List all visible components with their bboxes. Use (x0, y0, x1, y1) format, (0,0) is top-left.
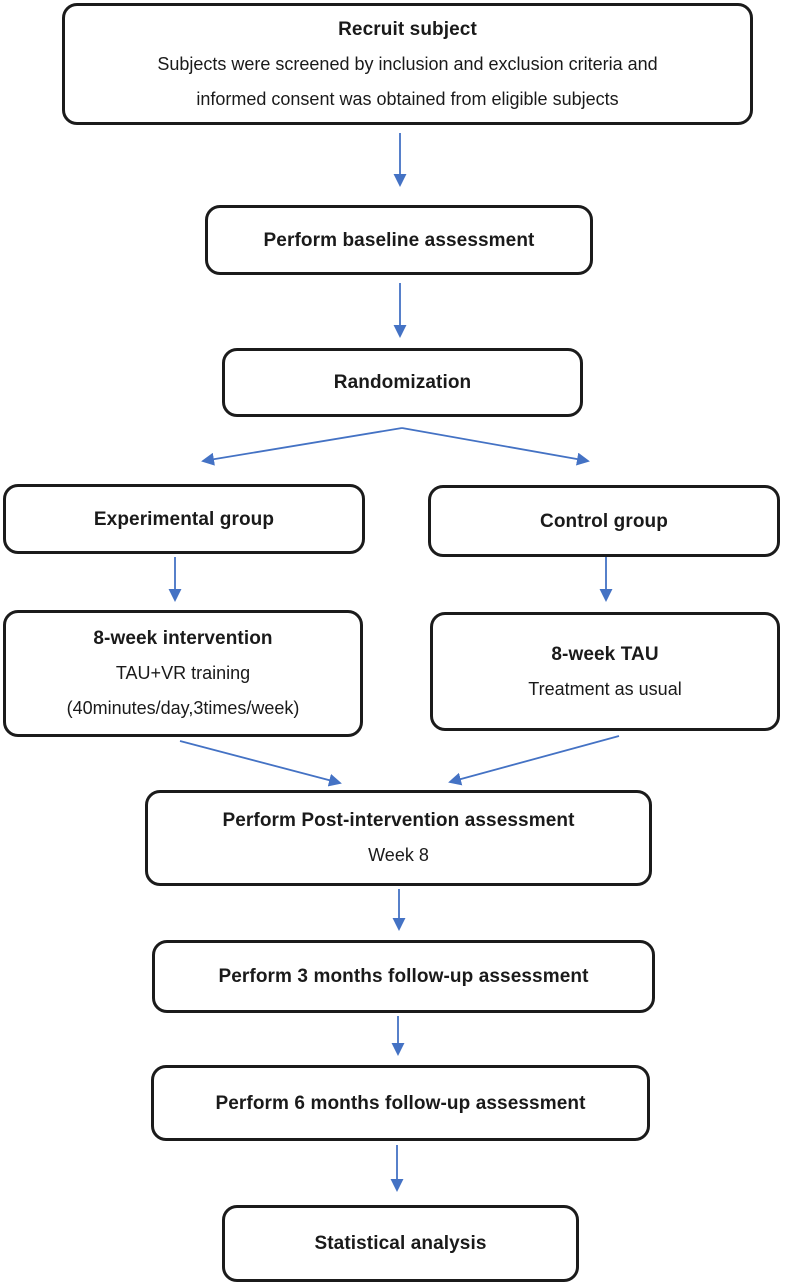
node-control-group: Control group (428, 485, 780, 557)
node-randomization: Randomization (222, 348, 583, 417)
arrow-randomization-to-control (401, 427, 590, 466)
node-8-week-tau: 8-week TAU Treatment as usual (430, 612, 780, 731)
arrow-intervention-to-post (179, 740, 342, 787)
node-title: Control group (540, 510, 668, 532)
node-title: Perform 6 months follow-up assessment (215, 1092, 586, 1114)
node-experimental-group: Experimental group (3, 484, 365, 554)
node-title: Perform 3 months follow-up assessment (218, 966, 589, 987)
node-recruit-subject: Recruit subject Subjects were screened b… (62, 3, 753, 125)
node-subtitle-line: (40minutes/day,3times/week) (66, 698, 300, 718)
node-subtitle-line: Week 8 (368, 845, 429, 865)
node-3-months-followup: Perform 3 months follow-up assessment (152, 940, 655, 1013)
node-title: Recruit subject (338, 18, 477, 40)
node-title: Randomization (333, 372, 472, 393)
node-post-intervention-assessment: Perform Post-intervention assessment Wee… (145, 790, 652, 886)
node-subtitle-line: Subjects were screened by inclusion and … (157, 53, 658, 74)
node-baseline-assessment: Perform baseline assessment (205, 205, 593, 275)
arrow-randomization-to-experimental (201, 427, 403, 466)
arrow-tau-to-post (448, 735, 620, 786)
node-subtitle-line: Treatment as usual (528, 678, 682, 699)
node-title: Statistical analysis (314, 1233, 487, 1254)
node-subtitle-line: informed consent was obtained from eligi… (196, 88, 619, 109)
node-title: Perform baseline assessment (263, 229, 535, 251)
node-title: Experimental group (93, 508, 275, 530)
node-6-months-followup: Perform 6 months follow-up assessment (151, 1065, 650, 1141)
node-8-week-intervention: 8-week intervention TAU+VR training (40m… (3, 610, 363, 737)
node-title: Perform Post-intervention assessment (222, 810, 575, 831)
node-subtitle-line: TAU+VR training (115, 663, 251, 683)
node-statistical-analysis: Statistical analysis (222, 1205, 579, 1282)
node-title: 8-week intervention (93, 628, 273, 649)
node-title: 8-week TAU (551, 643, 659, 665)
